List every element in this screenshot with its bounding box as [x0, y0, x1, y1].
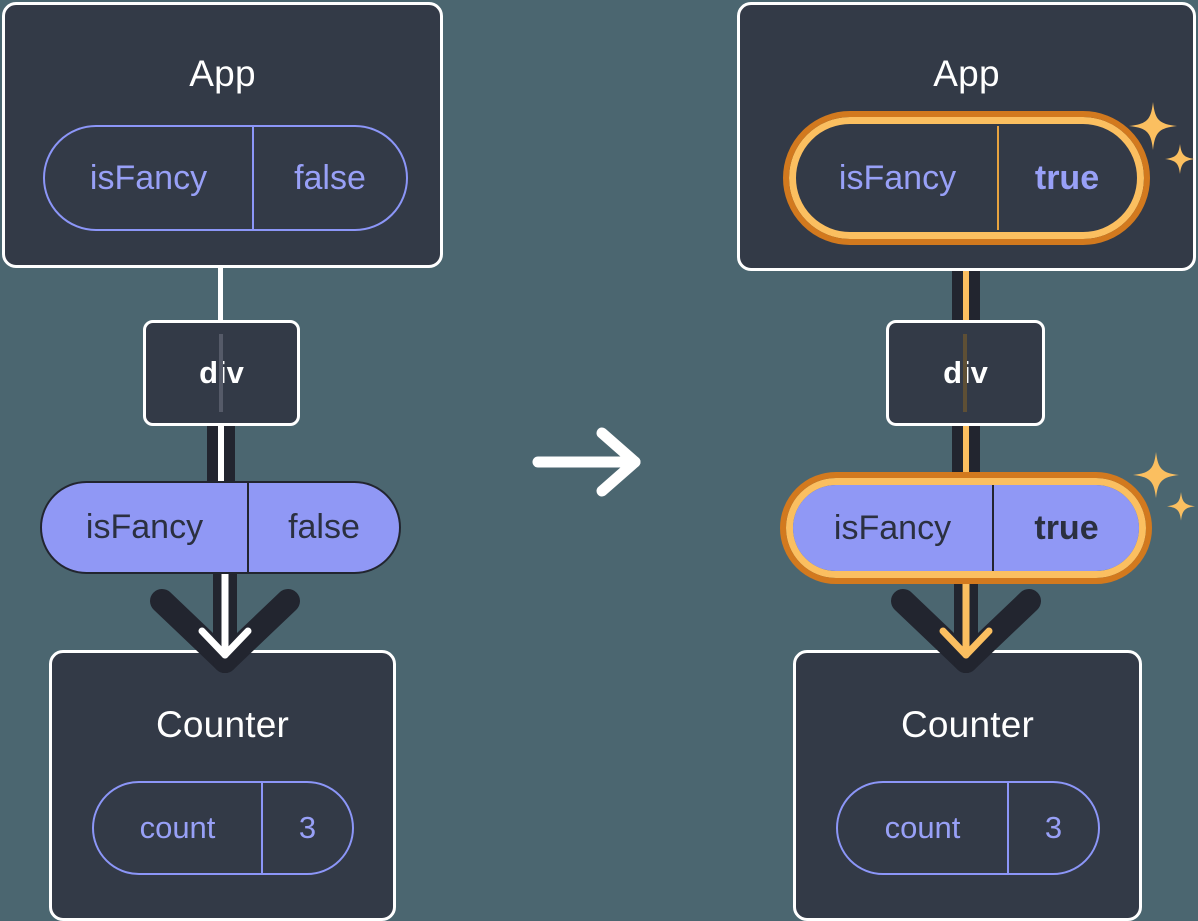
props-pill-right: isFancy true: [793, 485, 1139, 571]
props-pill-left: isFancy false: [40, 481, 401, 574]
app-state-key-right: isFancy: [838, 158, 957, 197]
app-state-value-right: true: [997, 126, 1135, 230]
counter-state-key-right: count: [884, 810, 961, 845]
counter-box-right: Counter count 3: [793, 650, 1142, 921]
props-pill-highlight-right: isFancy true: [780, 472, 1152, 584]
props-value-right: true: [992, 485, 1139, 571]
app-state-key-left: isFancy: [89, 158, 208, 197]
counter-state-value-left: 3: [261, 783, 352, 873]
app-state-pill-highlight-right: isFancy true: [783, 111, 1150, 245]
props-flow-arrow-left: [150, 565, 300, 673]
app-state-pill-left: isFancy false: [43, 125, 408, 231]
props-flow-arrow-right: [891, 565, 1041, 673]
app-state-pill-right: isFancy true: [796, 124, 1137, 232]
counter-state-pill-left: count 3: [92, 781, 354, 875]
div-inner-line-right: [963, 334, 967, 412]
connector-app-to-div-left: [218, 262, 223, 322]
counter-box-left: Counter count 3: [49, 650, 396, 921]
counter-title-left: Counter: [155, 704, 290, 745]
counter-state-value-right: 3: [1007, 783, 1098, 873]
props-value-left: false: [247, 483, 399, 572]
app-title-left: App: [189, 53, 256, 94]
app-box-left: App isFancy false: [2, 2, 443, 268]
counter-state-key-left: count: [139, 810, 216, 845]
counter-state-pill-right: count 3: [836, 781, 1100, 875]
sparkle-icon-props-right: [1133, 452, 1195, 521]
app-title-right: App: [933, 53, 1000, 94]
div-inner-line-left: [219, 334, 223, 412]
arrow-right-icon: [532, 427, 641, 497]
props-key-left: isFancy: [85, 508, 204, 546]
counter-title-right: Counter: [900, 704, 1035, 745]
sparkle-icon-app-right: [1129, 102, 1195, 174]
props-key-right: isFancy: [833, 508, 952, 547]
connector-div-to-props-right: [952, 424, 980, 486]
connector-div-to-props-left: [207, 424, 235, 486]
app-state-value-left: false: [252, 127, 406, 229]
